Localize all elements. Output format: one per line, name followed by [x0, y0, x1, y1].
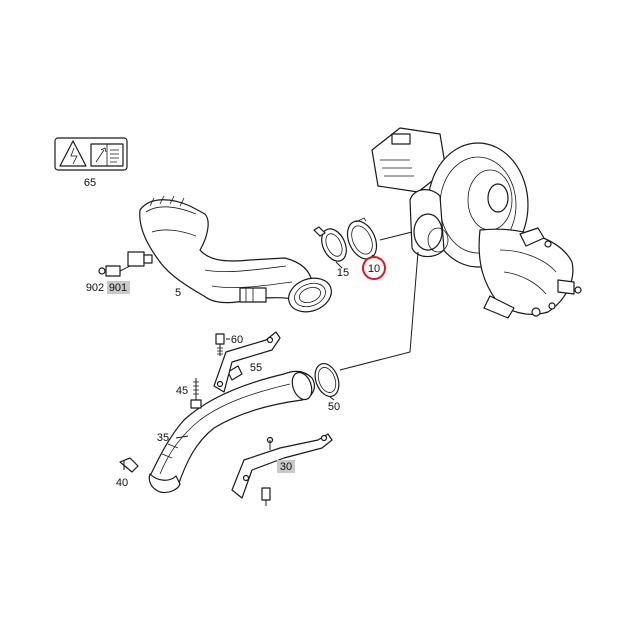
callout-15: 15	[337, 267, 349, 279]
callout-902: 902	[86, 282, 104, 294]
leader-seal-turbo	[379, 231, 413, 241]
wrench-book-icon	[90, 143, 124, 167]
callout-5: 5	[175, 287, 181, 299]
callout-45: 45	[176, 385, 188, 397]
callout-50: 50	[328, 401, 340, 413]
callout-901: 901	[109, 282, 127, 294]
bolt-45	[190, 378, 202, 409]
bracket-55	[213, 331, 281, 393]
callout-901-box	[107, 281, 130, 294]
clip-40	[119, 457, 139, 473]
bracket-30	[231, 433, 333, 506]
warning-symbol	[54, 137, 128, 171]
air-intake-hose	[127, 195, 332, 313]
warning-high-voltage-icon	[59, 140, 87, 167]
leader-turbo-pipe	[339, 251, 419, 371]
callout-65: 65	[84, 177, 96, 189]
callout-40: 40	[116, 477, 128, 489]
highlight-circle	[362, 256, 386, 280]
o-ring-50	[314, 362, 340, 398]
callout-30: 30	[280, 461, 292, 473]
turbocharger	[371, 127, 582, 319]
callout-30-box	[277, 460, 295, 473]
callout-55: 55	[250, 362, 262, 374]
callout-35: 35	[157, 432, 169, 444]
charge-air-pipe	[148, 365, 315, 494]
hose-clamp-15	[313, 226, 347, 262]
sensor-connector	[98, 265, 131, 277]
callout-60: 60	[231, 334, 243, 346]
bolt-60	[215, 333, 225, 356]
callout-10: 10	[368, 263, 380, 275]
